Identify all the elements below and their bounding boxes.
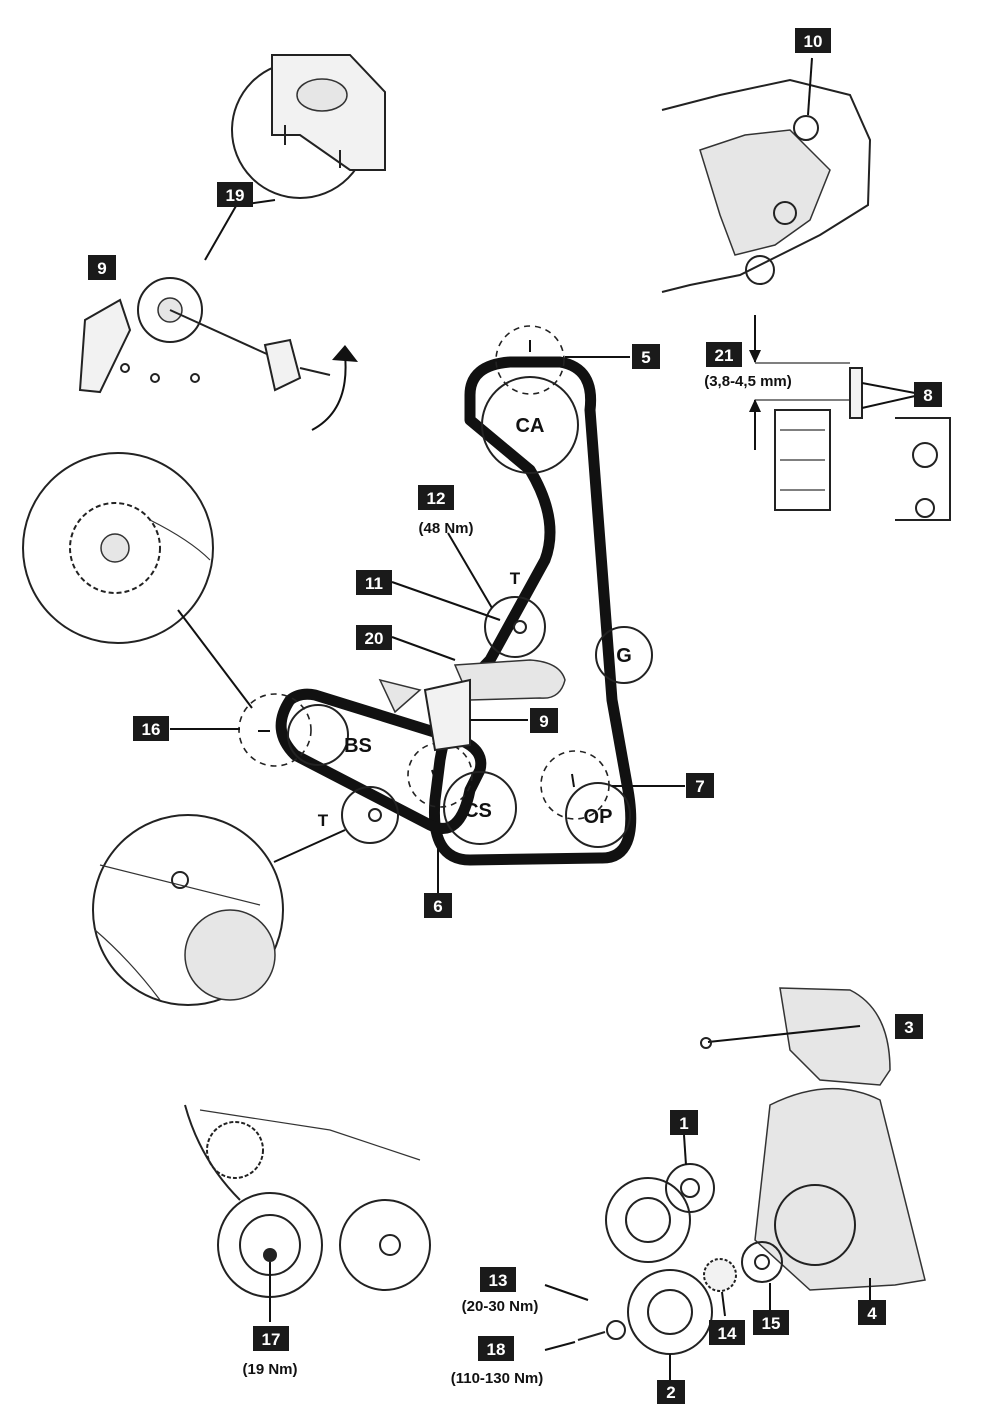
arrow-head: [332, 345, 358, 362]
bs-sprocket-detail: [22, 452, 253, 709]
timing-mark-cs: [407, 742, 473, 808]
svg-text:10: 10: [804, 32, 823, 51]
bracket-detail-group: [661, 57, 872, 293]
tensioner-body-9: [78, 298, 132, 394]
crank-sprocket-14: [703, 1258, 737, 1292]
svg-text:15: 15: [762, 1314, 781, 1333]
spacer-1: [665, 1163, 715, 1213]
upper-cover-3: [779, 987, 891, 1086]
timing-mark-ca: [495, 325, 565, 395]
leader-12: [447, 532, 493, 609]
label-19: 19: [217, 182, 253, 207]
label-13: 13: [480, 1267, 516, 1292]
pulley-cs-label: CS: [464, 800, 492, 822]
svg-text:14: 14: [718, 1324, 737, 1343]
label-2: 2: [657, 1380, 685, 1404]
crankshaft-pulley-2: [627, 1269, 713, 1355]
label-9-upper: 9: [88, 255, 116, 280]
crank-pulley: [605, 1177, 691, 1263]
label-15: 15: [753, 1310, 789, 1335]
label-12: 12: [418, 485, 454, 510]
pulley-g-label: G: [616, 645, 632, 667]
lower-cover-4: [754, 1087, 926, 1291]
idler-detail-group: [184, 1104, 431, 1322]
flange-15: [741, 1241, 783, 1283]
pulley-op: [565, 782, 631, 848]
torque-12: (48 Nm): [418, 520, 473, 537]
label-5: 5: [632, 344, 660, 369]
label-18: 18: [478, 1336, 514, 1361]
svg-text:9: 9: [97, 259, 106, 278]
label-4: 4: [858, 1300, 886, 1325]
pulley-g: [595, 626, 653, 684]
rotation-arrow: [311, 354, 347, 431]
label-9-main: 9: [530, 708, 558, 733]
svg-text:11: 11: [365, 574, 383, 593]
label-3: 3: [895, 1014, 923, 1039]
torque-13: (20-30 Nm): [462, 1298, 539, 1315]
svg-text:5: 5: [641, 348, 650, 367]
svg-text:16: 16: [142, 720, 161, 739]
label-21: 21: [706, 342, 742, 367]
balance-shaft-belt: [275, 688, 487, 834]
tool-handle: [263, 338, 302, 392]
label-7: 7: [686, 773, 714, 798]
svg-text:6: 6: [433, 897, 442, 916]
svg-text:19: 19: [226, 186, 245, 205]
pulley-op-label: OP: [584, 806, 613, 828]
label-8: 8: [914, 382, 942, 407]
torque-18: (110-130 Nm): [451, 1370, 544, 1387]
tensioner-t-lower-label: T: [318, 811, 329, 830]
belt-layout-group: [170, 325, 685, 893]
svg-text:12: 12: [427, 489, 446, 508]
leader-20: [391, 636, 456, 661]
svg-text:20: 20: [365, 629, 384, 648]
svg-text:8: 8: [923, 386, 932, 405]
pulley-ca: [481, 376, 579, 474]
leader-11: [391, 581, 501, 621]
svg-text:3: 3: [904, 1018, 913, 1037]
tool-bore: [296, 78, 348, 112]
svg-text:7: 7: [695, 777, 704, 796]
label-17: 17: [253, 1326, 289, 1351]
pulley-bs-label: BS: [344, 735, 372, 757]
tensioner-arm-20: [453, 659, 566, 701]
lower-tensioner-detail: [92, 814, 346, 1006]
label-16: 16: [133, 716, 169, 741]
tensioner-pulley-t-lower: [341, 786, 399, 844]
gauge-detail-group: [749, 315, 951, 521]
tool-detail-group: [78, 54, 386, 431]
pulley-ca-label: CA: [516, 415, 545, 437]
timing-mark-op: [540, 750, 610, 820]
svg-text:21: 21: [715, 346, 734, 365]
svg-text:9: 9: [539, 712, 548, 731]
bolt-10: [793, 115, 819, 141]
svg-text:13: 13: [489, 1271, 508, 1290]
label-11: 11: [356, 570, 392, 595]
label-20: 20: [356, 625, 392, 650]
svg-text:18: 18: [487, 1340, 506, 1359]
svg-text:17: 17: [262, 1330, 281, 1349]
pulley-bs: [287, 704, 349, 766]
torque-17: (19 Nm): [242, 1361, 297, 1378]
svg-text:4: 4: [867, 1304, 877, 1323]
gap-21: (3,8-4,5 mm): [704, 373, 792, 390]
svg-text:2: 2: [666, 1383, 675, 1402]
main-timing-belt: [428, 356, 637, 866]
tool-block: [271, 54, 386, 171]
label-6: 6: [424, 893, 452, 918]
auto-tensioner-9: [423, 678, 471, 752]
label-10: 10: [795, 28, 831, 53]
tensioner-t-upper-label: T: [510, 569, 521, 588]
svg-text:1: 1: [679, 1114, 688, 1133]
tensioner-pulley-t-upper: [484, 596, 546, 658]
pulley-cs: [443, 771, 517, 845]
label-1: 1: [670, 1110, 698, 1135]
label-14: 14: [709, 1320, 745, 1345]
cover-assembly-group: [544, 987, 926, 1382]
